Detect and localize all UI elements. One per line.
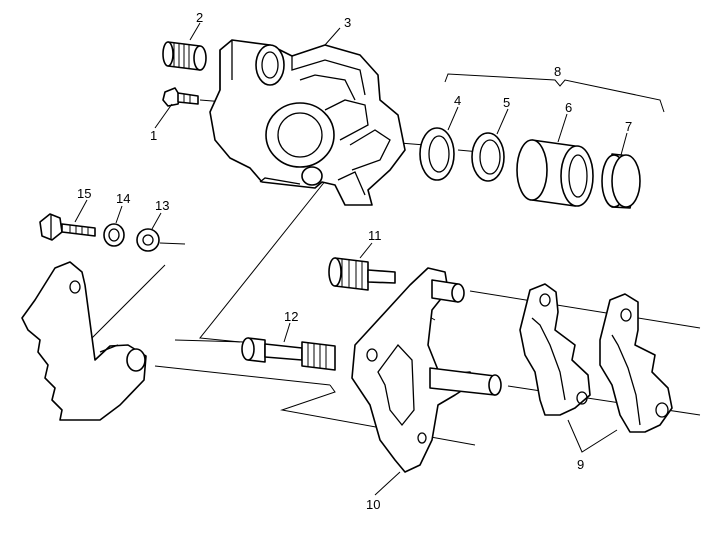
- callout-7: 7: [625, 119, 632, 134]
- callout-labels: 1 2 3 4 5 6 7 8 9 10 11 12 13 14 15: [77, 10, 632, 512]
- part-4-seal: [419, 127, 455, 181]
- callout-1: 1: [150, 128, 157, 143]
- callout-8: 8: [554, 64, 561, 79]
- part-14-lock-washer: [103, 223, 125, 247]
- callout-11: 11: [368, 228, 382, 243]
- part-5-dust-seal: [471, 132, 505, 182]
- leader-lines: [74, 22, 628, 496]
- part-6-piston: [516, 139, 594, 207]
- callout-9: 9: [577, 457, 584, 472]
- callout-12: 12: [284, 309, 298, 324]
- part-9-pad-inner: [519, 283, 591, 416]
- callout-13: 13: [155, 198, 169, 213]
- part-2-plug: [162, 41, 207, 71]
- part-12-slide-pin: [241, 337, 336, 371]
- part-11-pin: [328, 257, 396, 291]
- callout-10: 10: [366, 497, 380, 512]
- callout-6: 6: [565, 100, 572, 115]
- part-10-caliper-bracket: [351, 267, 502, 473]
- callout-5: 5: [503, 95, 510, 110]
- callout-3: 3: [344, 15, 351, 30]
- part-3-caliper-body: [209, 39, 406, 206]
- mounting-knuckle: [21, 261, 147, 421]
- part-15-bolt: [39, 213, 96, 241]
- part-8-group-bracket: [444, 73, 665, 113]
- callout-2: 2: [196, 10, 203, 25]
- part-1-bleeder-screw: [162, 87, 199, 107]
- callout-4: 4: [454, 93, 461, 108]
- callout-14: 14: [116, 191, 130, 206]
- part-9-pad-outer: [599, 293, 673, 433]
- part-13-washer: [136, 228, 160, 252]
- callout-15: 15: [77, 186, 91, 201]
- part-7-cap: [601, 153, 641, 209]
